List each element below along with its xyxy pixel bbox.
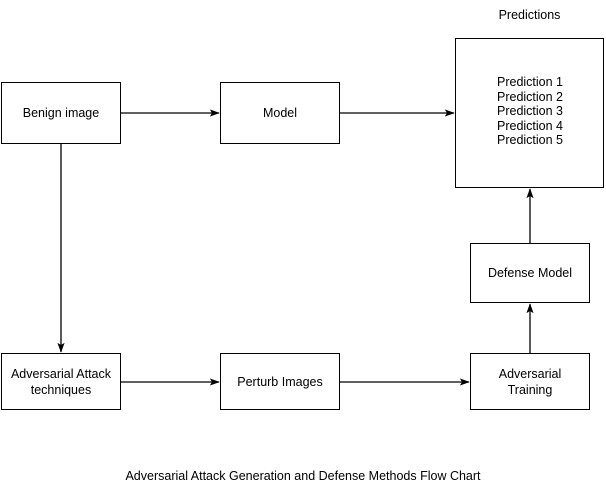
node-defense-model[interactable]: Defense Model	[470, 243, 590, 303]
node-model-label: Model	[262, 106, 298, 120]
list-item: Prediction 1	[497, 75, 564, 89]
list-item: Prediction 5	[497, 133, 564, 148]
node-perturb-images-label: Perturb Images	[237, 374, 323, 389]
node-perturb-images[interactable]: Perturb Images	[220, 353, 340, 410]
node-benign-image-label: Benign image	[22, 106, 100, 120]
chart-caption: Adversarial Attack Generation and Defens…	[125, 469, 481, 483]
list-item: Prediction 3	[497, 104, 564, 119]
node-model[interactable]: Model	[220, 82, 340, 144]
list-item: Prediction 4	[497, 118, 564, 133]
node-adversarial-attack-techniques-label: Adversarial Attack techniques	[10, 366, 112, 397]
list-item: Prediction 2	[497, 89, 564, 104]
node-predictions[interactable]	[455, 38, 604, 188]
node-adversarial-training[interactable]: Adversarial Training	[470, 353, 590, 410]
prediction-list: Prediction 1 Prediction 2 Prediction 3 P…	[497, 75, 563, 148]
node-adversarial-training-label: Adversarial Training	[498, 366, 562, 397]
node-adversarial-attack-techniques[interactable]: Adversarial Attack techniques	[1, 353, 121, 410]
node-benign-image[interactable]: Benign image	[1, 82, 121, 144]
node-defense-model-label: Defense Model	[487, 266, 573, 280]
predictions-title-label: Predictions	[498, 8, 561, 22]
